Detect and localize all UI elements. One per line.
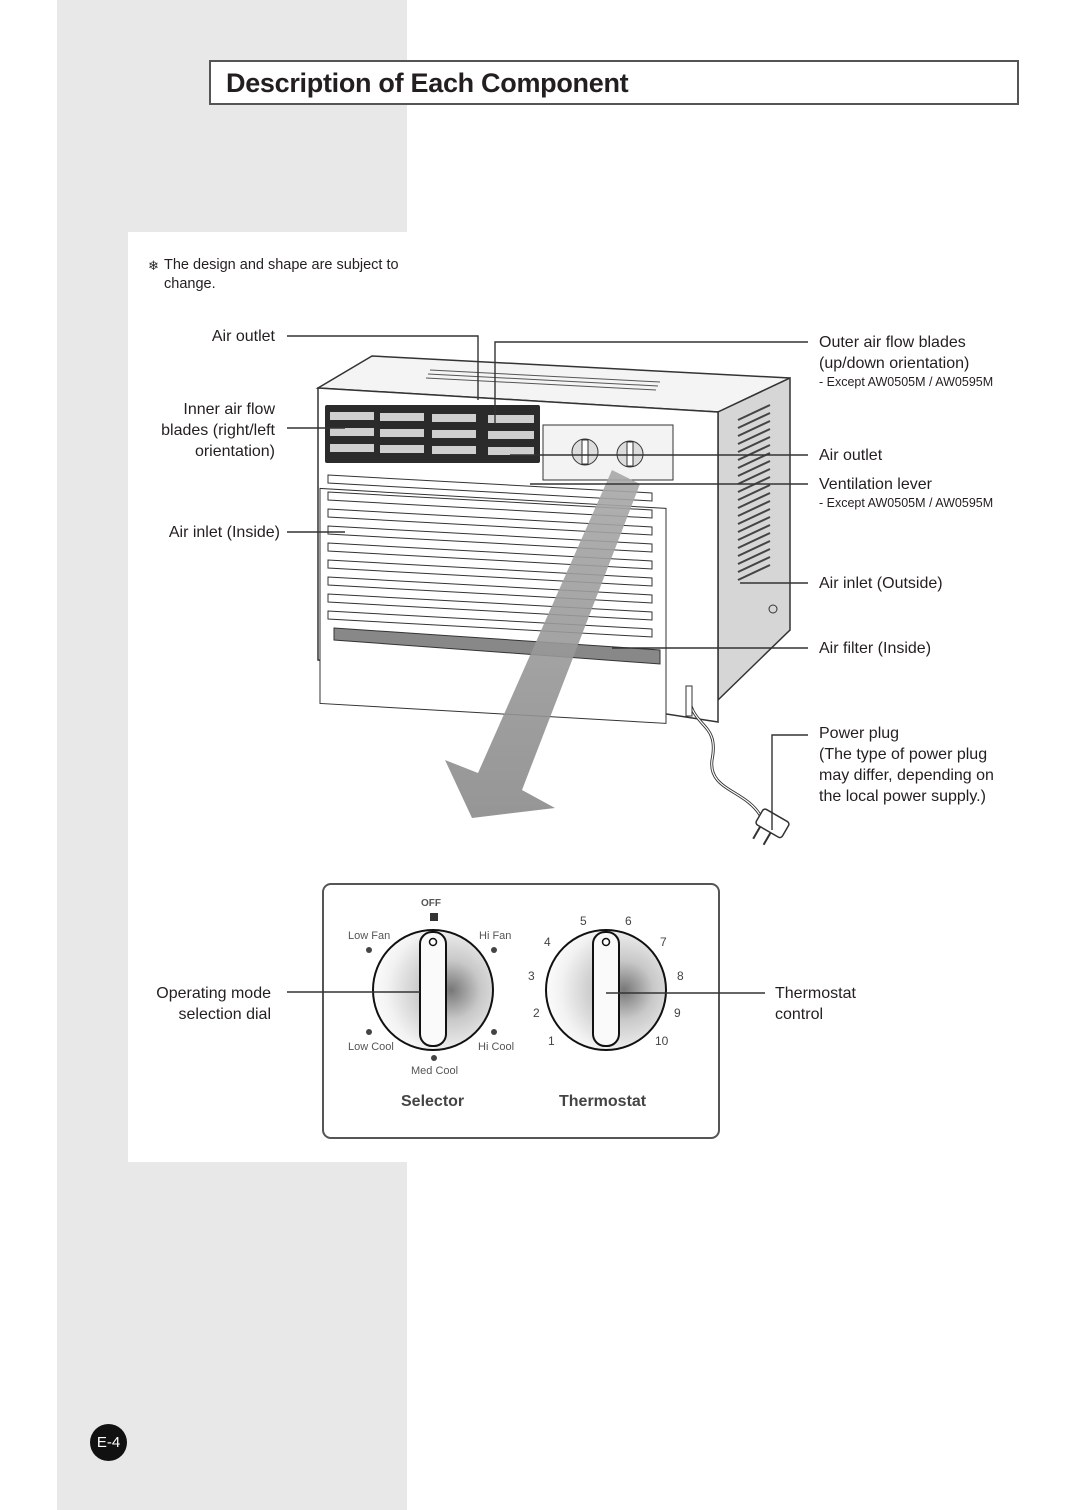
thermostat-scale-9: 9 [674,1006,681,1020]
power-plug-icon [752,808,790,846]
med-cool-dot [431,1055,437,1061]
label-inner-blades-line2: blades (right/left [161,422,275,439]
page-number-badge: E-4 [90,1424,127,1461]
label-power-plug-line2: (The type of power plug [819,746,988,763]
thermostat-scale-1: 1 [548,1034,555,1048]
direction-arrow [445,470,640,818]
thermostat-scale-4: 4 [544,935,551,949]
thermostat-scale-3: 3 [528,969,535,983]
design-note-text: The design and shape are subject to chan… [164,257,399,292]
thermostat-scale-7: 7 [660,935,667,949]
off-marker-icon [430,913,438,921]
low-cool-dot [366,1029,372,1035]
unit-side [717,376,791,702]
label-outer-blades-line1: Outer air flow blades [819,334,966,351]
label-operating-mode: Operating mode selection dial [156,983,271,1025]
thermostat-scale-2: 2 [533,1006,540,1020]
selector-low-fan-label: Low Fan [348,930,391,942]
thermostat-knob [592,931,620,1047]
selector-hi-fan-label: Hi Fan [479,930,512,942]
label-ventilation-lever: Ventilation lever [819,476,932,493]
top-vent-slots [425,369,661,391]
thermostat-title: Thermostat [559,1093,647,1110]
label-thermostat-control: Thermostat control [775,983,856,1025]
selector-knob [419,931,447,1047]
label-power-plug-line1: Power plug [819,725,900,742]
selector-off-label: OFF [421,898,441,909]
side-vents [737,404,771,581]
design-note: ❄ The design and shape are subject to ch… [148,256,449,294]
label-operating-mode-line2: selection dial [178,1006,272,1023]
label-inner-blades-line1: Inner air flow [183,401,275,418]
thermostat-scale-6: 6 [625,914,632,928]
thermostat-scale-8: 8 [677,969,684,983]
page-title: Description of Each Component [226,68,629,98]
mini-control-panel [542,424,674,481]
hi-fan-dot [491,947,497,953]
label-thermostat-control-line2: control [775,1006,824,1023]
label-vent-except: - Except AW0505M / AW0595M [819,496,994,510]
label-inner-blades: Inner air flow blades (right/left orient… [161,399,275,462]
label-air-outlet-left: Air outlet [211,328,275,345]
snowflake-icon: ❄ [148,258,159,273]
label-air-outlet-right: Air outlet [819,447,883,464]
label-power-plug-line4: the local power supply.) [819,788,986,805]
selector-title: Selector [401,1093,465,1110]
label-thermostat-control-line1: Thermostat [775,985,856,1002]
label-air-inlet-inside: Air inlet (Inside) [168,524,280,541]
label-outer-blades-line2: (up/down orientation) [819,355,970,372]
label-power-plug: Power plug (The type of power plug may d… [819,723,994,807]
page-title-box: Description of Each Component [209,60,1019,105]
hi-cool-dot [491,1029,497,1035]
leader-lines [287,335,808,830]
thermostat-scale-10: 10 [655,1034,669,1048]
thermostat-scale-5: 5 [580,914,587,928]
selector-hi-cool-label: Hi Cool [478,1041,515,1053]
selector-low-cool-label: Low Cool [348,1041,394,1053]
low-fan-dot [366,947,372,953]
label-outer-blades-except: - Except AW0505M / AW0595M [819,375,994,389]
side-screw [768,604,778,614]
label-outer-blades: Outer air flow blades (up/down orientati… [819,332,969,374]
label-inner-blades-line3: orientation) [194,443,275,460]
label-air-inlet-outside: Air inlet (Outside) [819,575,943,592]
label-operating-mode-line1: Operating mode [156,985,271,1002]
label-air-filter: Air filter (Inside) [819,640,932,657]
selector-med-cool-label: Med Cool [411,1065,459,1077]
label-power-plug-line3: may differ, depending on [819,767,994,784]
louver-block [325,405,540,463]
